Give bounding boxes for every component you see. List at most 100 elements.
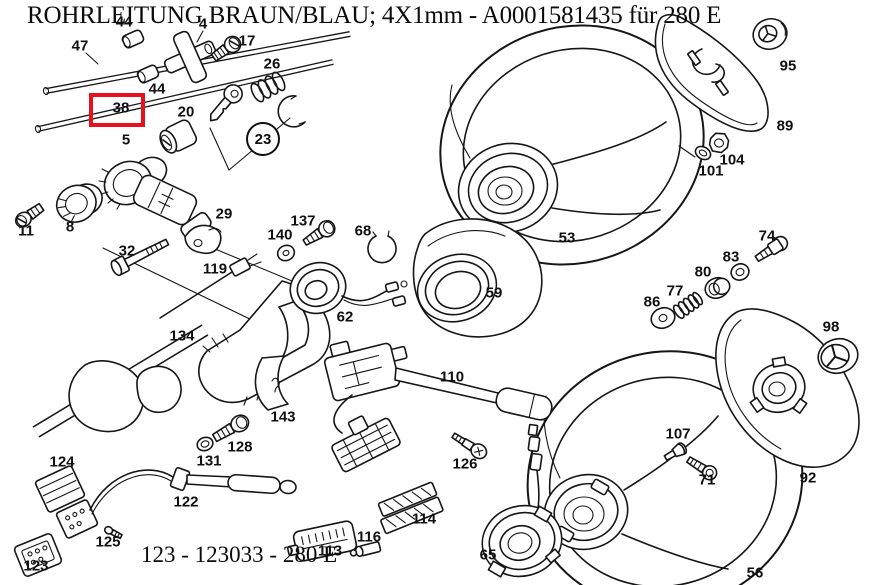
part-callout-71[interactable]: 71 — [698, 471, 716, 489]
screw-126-drawing — [451, 432, 488, 460]
screw-11-drawing — [14, 202, 45, 228]
lock-housing-5-drawing — [98, 156, 212, 245]
part-callout-119[interactable]: 119 — [202, 260, 228, 278]
part-callout-143[interactable]: 143 — [270, 408, 296, 426]
part-callout-59[interactable]: 59 — [485, 284, 503, 302]
part-callout-101[interactable]: 101 — [698, 162, 724, 180]
bushing-44a-drawing — [121, 29, 145, 49]
part-callout-123[interactable]: 123 — [23, 557, 49, 575]
part-callout-74[interactable]: 74 — [758, 227, 776, 245]
key-ring-clip-ends — [290, 95, 306, 125]
part-callout-56[interactable]: 56 — [746, 564, 764, 582]
snap-ring-68-drawing — [367, 230, 397, 264]
part-callout-134[interactable]: 134 — [169, 327, 195, 345]
part-callout-23[interactable]: 23 — [246, 122, 280, 156]
lever-122-drawing — [55, 466, 297, 539]
part-callout-20[interactable]: 20 — [177, 103, 195, 121]
emblem-95-drawing — [752, 17, 788, 51]
bushing-80-drawing — [704, 276, 731, 300]
spring-26-drawing — [250, 71, 286, 103]
leader-23 — [209, 117, 291, 171]
washer-140-drawing — [276, 244, 296, 262]
bolt-32-drawing — [110, 238, 170, 277]
part-callout-11[interactable]: 11 — [18, 222, 34, 240]
screw-17-drawing — [210, 35, 242, 62]
part-callout-137[interactable]: 137 — [290, 212, 316, 230]
cap-8-drawing — [55, 183, 103, 223]
part-callout-62[interactable]: 62 — [336, 308, 354, 326]
part-callout-4[interactable]: 4 — [198, 15, 208, 33]
screw-128-drawing — [211, 414, 250, 443]
part-callout-38[interactable]: 38 — [112, 99, 130, 117]
part-callout-92[interactable]: 92 — [799, 469, 817, 487]
connector-113-drawing — [286, 520, 358, 562]
shell-143-drawing — [254, 355, 289, 411]
steering-wheel-53-drawing — [439, 24, 705, 266]
part-callout-110[interactable]: 110 — [439, 368, 465, 386]
spring-77-drawing — [672, 291, 704, 319]
part-callout-47[interactable]: 47 — [71, 37, 89, 55]
part-callout-89[interactable]: 89 — [776, 117, 794, 135]
part-callout-86[interactable]: 86 — [643, 293, 661, 311]
washer-86-drawing — [650, 306, 676, 330]
part-callout-98[interactable]: 98 — [822, 318, 840, 336]
part-callout-17[interactable]: 17 — [238, 32, 256, 50]
switch-110-drawing — [323, 340, 553, 473]
part-callout-122[interactable]: 122 — [173, 493, 199, 511]
part-callout-113[interactable]: 113 — [317, 542, 343, 560]
contact-plate-65-drawing — [481, 423, 563, 578]
washer-131-drawing — [196, 436, 214, 452]
part-callout-140[interactable]: 140 — [267, 226, 293, 244]
screw-125-drawing — [103, 525, 123, 540]
part-callout-83[interactable]: 83 — [722, 248, 740, 266]
part-callout-5[interactable]: 5 — [121, 131, 131, 149]
part-callout-26[interactable]: 26 — [263, 55, 281, 73]
leader-101 — [678, 145, 696, 158]
part-callout-114[interactable]: 114 — [411, 510, 437, 528]
emblem-98-drawing — [817, 337, 859, 375]
part-callout-128[interactable]: 128 — [227, 438, 253, 456]
lock-cylinder-20-drawing — [159, 119, 198, 154]
connector-114-drawing — [377, 481, 444, 535]
highlight-box-part-38 — [89, 93, 145, 127]
contact-ring-62-drawing — [289, 261, 408, 315]
part-callout-44[interactable]: 44 — [148, 80, 166, 98]
jacket-134-drawing — [198, 280, 331, 406]
part-callout-29[interactable]: 29 — [215, 205, 233, 223]
bulb-116-drawing — [349, 541, 382, 558]
part-callout-95[interactable]: 95 — [779, 57, 797, 75]
bushing-44b-drawing — [136, 64, 160, 84]
part-callout-8[interactable]: 8 — [65, 218, 75, 236]
key-ring-clip-drawing — [277, 95, 306, 128]
washer-83-drawing — [730, 263, 750, 281]
part-callout-77[interactable]: 77 — [666, 282, 684, 300]
bolt-74-drawing — [754, 235, 789, 263]
screw-71-drawing — [686, 456, 718, 481]
part-callout-80[interactable]: 80 — [694, 263, 712, 281]
column-shroud-59-drawing — [412, 218, 543, 338]
part-callout-124[interactable]: 124 — [49, 453, 75, 471]
connector-123-drawing — [13, 533, 63, 577]
key-drawing — [209, 84, 243, 122]
part-callout-116[interactable]: 116 — [356, 528, 382, 546]
part-callout-107[interactable]: 107 — [665, 425, 691, 443]
part-callout-125[interactable]: 125 — [95, 533, 121, 551]
part-callout-44[interactable]: 44 — [115, 13, 133, 31]
part-callout-131[interactable]: 131 — [196, 452, 222, 470]
column-tube-drawing — [32, 245, 321, 438]
part-callout-65[interactable]: 65 — [479, 546, 497, 564]
leader-47 — [85, 52, 99, 65]
lever-29-drawing — [184, 224, 222, 255]
part-callout-32[interactable]: 32 — [118, 242, 136, 260]
part-callout-53[interactable]: 53 — [558, 229, 576, 247]
catalog-code: 123 - 123033 - 280 E — [141, 542, 338, 567]
part-callout-104[interactable]: 104 — [719, 151, 745, 169]
horn-pad-89-drawing — [654, 13, 769, 132]
part-callout-126[interactable]: 126 — [452, 455, 478, 473]
cable-119-drawing — [159, 253, 262, 319]
part-callout-68[interactable]: 68 — [354, 222, 372, 240]
